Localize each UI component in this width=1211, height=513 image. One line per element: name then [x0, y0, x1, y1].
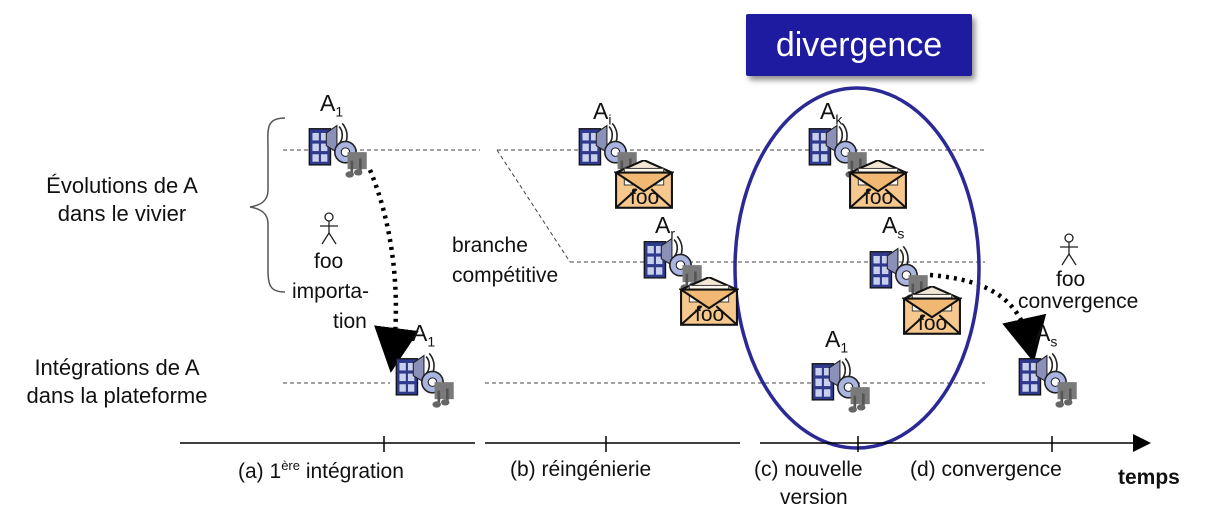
actor-icon-right	[1059, 233, 1079, 266]
envelope-label-ai: foo	[630, 186, 660, 209]
phase-a-label: (a) 1ère intégration	[238, 458, 404, 483]
phase-b-label: (b) réingénierie	[510, 458, 652, 481]
time-axis-label: temps	[1118, 466, 1180, 489]
row-label-pool: Évolutions de A dans le vivier	[46, 173, 198, 226]
phase-d-label: (d) convergence	[910, 458, 1062, 481]
importation-label-line1: importa-	[292, 280, 370, 303]
artifact-icon-a1-top	[307, 122, 369, 180]
phase-c-label-line1: (c) nouvelle	[754, 458, 863, 481]
convergence-arrow-label: convergence	[1018, 290, 1139, 313]
artifact-label-ai: Ai	[593, 98, 612, 128]
artifact-label-ak: Ak	[820, 98, 843, 128]
artifact-label-ar: Ar	[655, 212, 676, 242]
actor-icon-left	[319, 212, 339, 245]
artifact-label-a1-new: A1	[825, 326, 849, 356]
artifact-label-a1-top: A1	[320, 90, 344, 120]
foo-actor-label-left: foo	[314, 250, 344, 273]
branch-diagonal	[496, 149, 571, 263]
importation-label-line2: tion	[333, 310, 367, 333]
divergence-ellipse	[733, 86, 981, 450]
artifact-icon-ar	[642, 235, 704, 293]
artifact-label-a1-import: A1	[412, 320, 436, 350]
divergence-title: divergence	[746, 14, 972, 76]
artifact-label-as-mid: As	[882, 212, 905, 242]
importation-arrow	[367, 169, 419, 373]
branch-label-line1: branche	[452, 234, 528, 257]
branch-label-line2: compétitive	[452, 264, 559, 287]
time-axis	[180, 434, 1151, 452]
lane-lines	[283, 149, 985, 384]
row-label-platform: Intégrations de A dans la plateforme	[26, 355, 208, 408]
envelope-label-ar: foo	[695, 303, 725, 326]
envelope-label-ak: foo	[864, 186, 894, 209]
artifact-icon-as-conv	[1017, 352, 1079, 410]
convergence-arrow	[929, 272, 1047, 363]
artifact-icon-a1-new	[810, 357, 872, 415]
artifact-icon-a1-import	[394, 352, 456, 410]
envelope-label-as: foo	[918, 312, 948, 335]
foo-actor-label-right: foo	[1056, 268, 1086, 291]
row-brace	[249, 117, 286, 293]
phase-c-label-line2: version	[780, 486, 848, 509]
artifact-label-as-conv: As	[1035, 320, 1058, 350]
